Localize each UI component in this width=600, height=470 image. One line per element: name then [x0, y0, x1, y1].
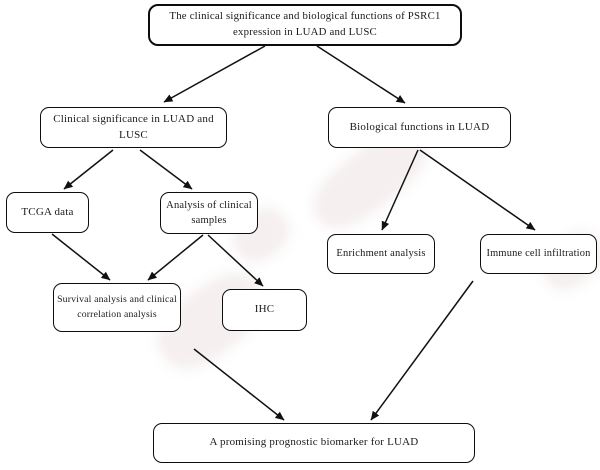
node-biological-functions: Biological functions in LUAD [328, 107, 511, 148]
node-conclusion-biomarker: A promising prognostic biomarker for LUA… [153, 423, 475, 463]
arrow-samples-to-survival [147, 234, 204, 281]
arrow-survival-to-conclusion [193, 348, 285, 421]
node-clinical-significance: Clinical significance in LUAD and LUSC [40, 107, 227, 148]
node-ihc: IHC [222, 289, 307, 331]
arrow-clinical-to-samples [139, 149, 193, 190]
arrow-immune-to-conclusion [370, 280, 474, 421]
arrow-root-to-clinical [163, 45, 266, 103]
arrow-tcga-to-survival [51, 233, 111, 281]
node-tcga-data: TCGA data [6, 192, 89, 233]
node-survival-analysis: Survival analysis and clinical correlati… [53, 283, 181, 332]
arrow-clinical-to-tcga [63, 149, 114, 190]
arrow-root-to-biological [316, 45, 406, 104]
node-enrichment-analysis: Enrichment analysis [327, 234, 435, 274]
node-root-title: The clinical significance and biological… [148, 4, 462, 46]
node-immune-infiltration: Immune cell infiltration [480, 234, 597, 274]
arrow-biological-to-enrichment [381, 149, 419, 231]
node-clinical-samples: Analysis of clinical samples [160, 192, 258, 234]
arrow-biological-to-immune [419, 149, 536, 231]
arrow-samples-to-ihc [207, 234, 264, 287]
